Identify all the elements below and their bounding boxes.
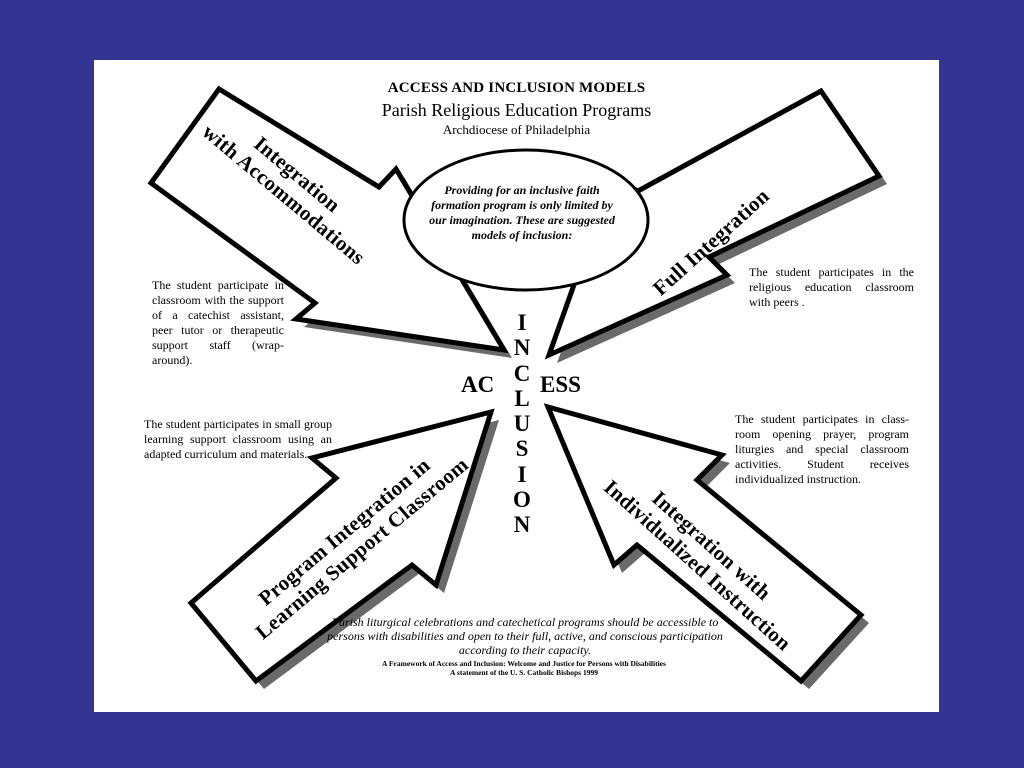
inclusion-letter: L <box>514 385 530 411</box>
slide-panel: Integration with Accommodations Full Int… <box>94 60 939 712</box>
inclusion-letter: I <box>517 310 527 335</box>
inclusion-letter: N <box>513 335 531 361</box>
inclusion-letter: S <box>515 436 529 462</box>
inclusion-letter: I <box>517 461 527 487</box>
ellipse-statement: Providing for an inclusive faith formati… <box>429 183 615 242</box>
center-ellipse <box>402 148 650 292</box>
inclusion-letter: N <box>513 512 531 538</box>
access-word-right: ESS <box>540 372 581 397</box>
inclusion-vertical-word: I N C L U S I O N <box>507 310 537 538</box>
inclusion-letter: U <box>513 411 531 437</box>
access-word-left: AC <box>461 372 495 397</box>
citation-framework: A Framework of Access and Inclusion: Wel… <box>382 659 666 668</box>
bishops-quote: Parish liturgical celebrations and catec… <box>327 615 723 657</box>
arrows-diagram: Integration with Accommodations Full Int… <box>147 85 887 689</box>
description-program-integration: The student participates in small group … <box>144 417 332 461</box>
citation-statement: A statement of the U. S. Catholic Bishop… <box>450 668 598 677</box>
description-integration-with-accommodations: The student participate in classroom wit… <box>152 278 284 367</box>
diagram-subtitle: Parish Religious Education Programs <box>381 100 652 120</box>
arrow-full-integration: Full Integration <box>544 87 887 363</box>
description-full-integration: The student participates in the religiou… <box>749 265 914 309</box>
inclusion-letter: O <box>513 487 531 513</box>
organization-name: Archdiocese of Philadelphia <box>442 122 591 137</box>
description-individualized-instruction: The student participates in class-room o… <box>735 412 909 486</box>
inclusion-letter: C <box>513 360 531 386</box>
diagram-title: ACCESS AND INCLUSION MODELS <box>387 80 646 96</box>
